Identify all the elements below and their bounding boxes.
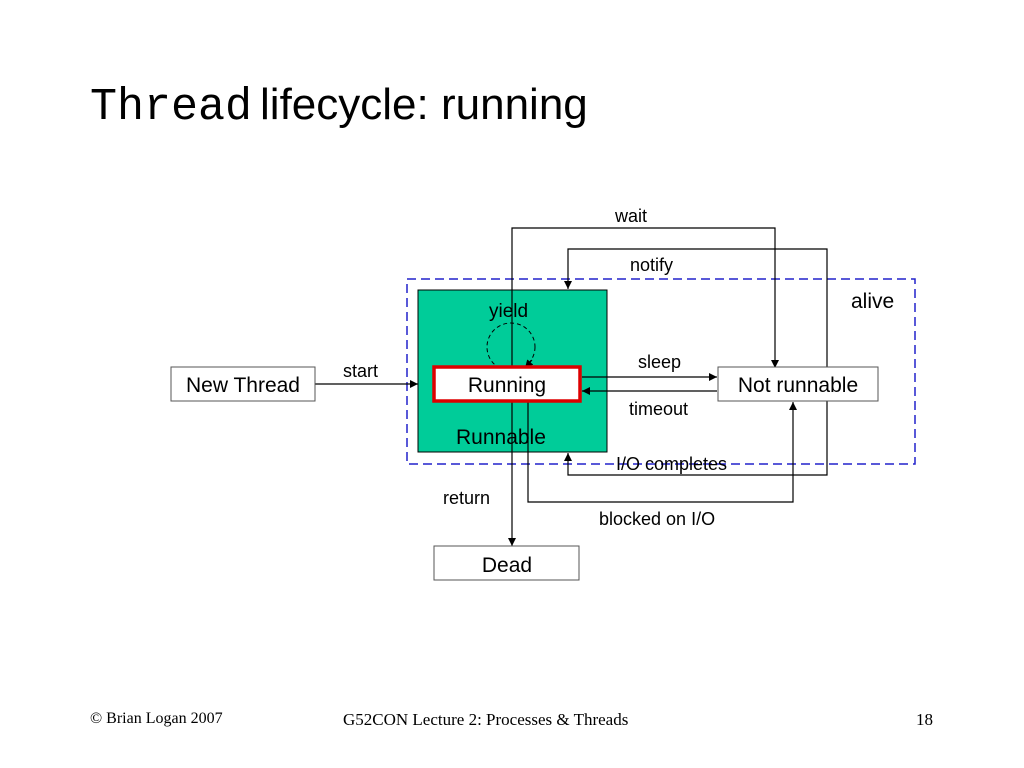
dead-state (433, 545, 580, 581)
wait-label: wait (614, 206, 647, 226)
title-code-word: Thread (90, 82, 253, 133)
runnable-label: Runnable (456, 426, 546, 449)
new-thread-label: New Thread (186, 374, 300, 397)
dead-label: Dead (482, 554, 532, 577)
new-thread-state (170, 366, 316, 402)
not-runnable-label: Not runnable (738, 374, 858, 397)
footer-page-number: 18 (916, 710, 933, 729)
blocked-on-io-label: blocked on I/O (599, 509, 715, 529)
wait-arrow (511, 227, 779, 373)
running-label: Running (468, 374, 546, 397)
timeout-label: timeout (629, 399, 688, 419)
title-text: lifecycle: running (260, 80, 588, 129)
notify-label: notify (630, 255, 673, 275)
running-state (432, 365, 582, 403)
slide-title: Thread lifecycle: running (90, 80, 588, 133)
alive-region (406, 278, 916, 465)
return-label: return (443, 488, 490, 508)
footer-course: G52CON Lecture 2: Processes & Threads (343, 710, 629, 729)
io-completes-arrow (564, 402, 828, 476)
alive-label: alive (851, 290, 894, 313)
yield-label: yield (489, 301, 528, 322)
io-completes-label: I/O completes (616, 454, 727, 474)
start-label: start (343, 361, 378, 381)
sleep-label: sleep (638, 352, 681, 372)
footer-copyright: © Brian Logan 2007 (90, 710, 223, 727)
blocked-on-io-arrow (527, 402, 797, 503)
not-runnable-state (717, 366, 879, 402)
notify-arrow (564, 248, 828, 402)
